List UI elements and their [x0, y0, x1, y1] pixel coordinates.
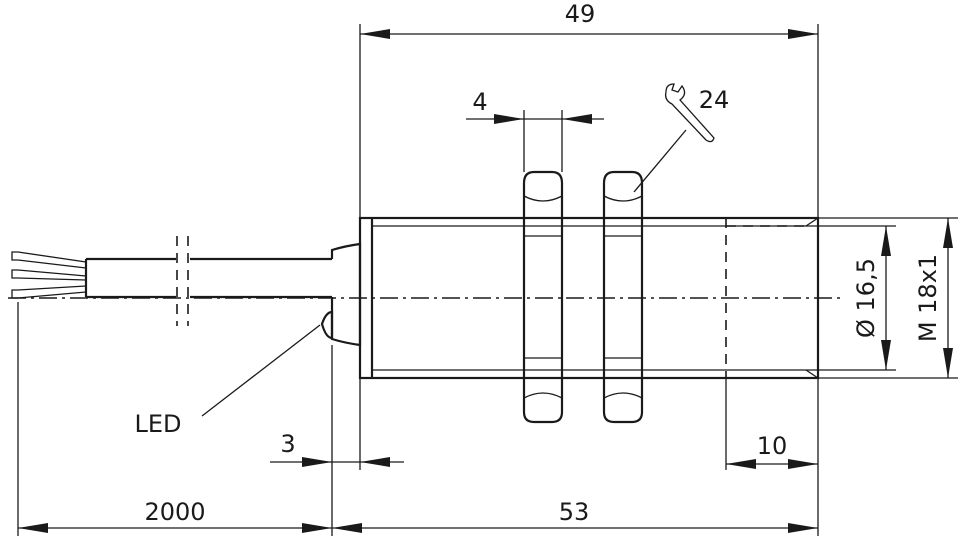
- dimension-nut-width: 4: [466, 88, 604, 124]
- dimension-led-step-label: 3: [280, 430, 295, 458]
- cable-wires: [11, 251, 87, 299]
- dimension-total-length: 49: [360, 0, 818, 39]
- dimension-sensor-length-label: 53: [559, 498, 590, 526]
- cable: [84, 236, 332, 326]
- dimension-thread: M 18x1: [914, 218, 953, 378]
- dimension-active-zone: 10: [726, 432, 818, 469]
- extension-lines: [17, 24, 958, 536]
- nut-left: [522, 170, 564, 424]
- dimension-wrench-size-label: 24: [699, 86, 730, 114]
- dimension-led-step: 3: [270, 430, 404, 467]
- dimension-inner-diameter: Ø 16,5: [852, 226, 891, 370]
- nut-right: [602, 170, 644, 424]
- dimension-sensor-length: 53: [332, 498, 818, 533]
- dimension-total-length-label: 49: [565, 0, 596, 28]
- dimension-active-zone-label: 10: [757, 432, 788, 460]
- wrench-icon: [664, 83, 715, 143]
- led-label: LED: [134, 410, 181, 438]
- dimension-wrench-size: 24: [633, 83, 730, 193]
- dimension-thread-label: M 18x1: [914, 254, 942, 342]
- dimension-cable-length-label: 2000: [144, 498, 205, 526]
- dimension-cable-length: 2000: [18, 498, 332, 533]
- dimension-inner-diameter-label: Ø 16,5: [852, 258, 880, 338]
- led-callout: LED: [134, 324, 321, 438]
- dimension-nut-width-label: 4: [472, 88, 487, 116]
